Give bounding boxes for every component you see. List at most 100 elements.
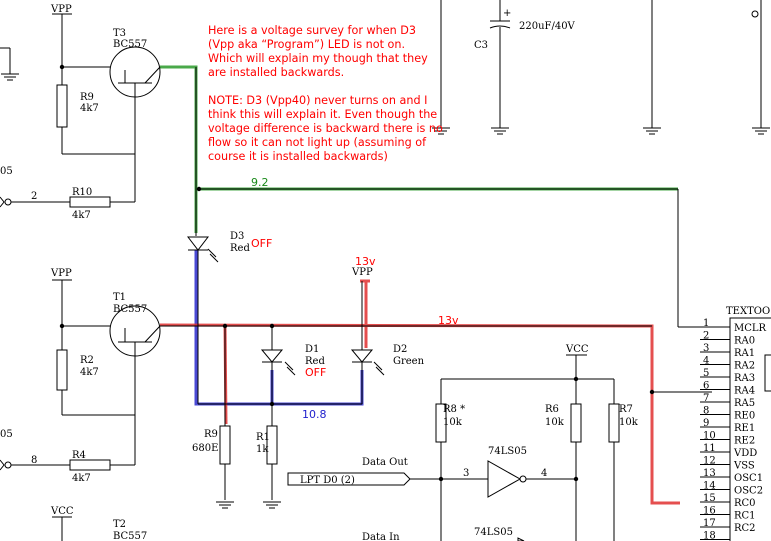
vcc-label-mid: VCC [565,344,589,355]
ic-pin-number: 12 [703,456,716,467]
ic-pin-number: 18 [703,531,716,541]
ic-pin-number: 2 [703,331,709,342]
note-line-9: flow so it can not light up (assuming of [208,136,427,149]
ic-pin-name: RC2 [734,523,756,534]
t2-ref: T2 [113,519,126,530]
u-top-out-pin: 4 [541,468,547,479]
r4-ref: R4 [72,450,86,461]
lpt-d0-label: LPT D0 (2) [300,475,355,486]
lpt-data-out: LPT D0 (2) Data Out 3 74LS05 4 Data In 7… [287,446,579,541]
t2-section: VCC T2 BC557 [50,506,147,541]
c3-ref: C3 [474,40,488,51]
ic-pin-name: RA0 [734,336,755,347]
r9-bottom-value: 680E [192,443,218,454]
lpt-d0-port [287,472,411,486]
ic-pin-name: RE1 [734,423,755,434]
pin-8-label: 8 [31,455,37,466]
ic-pin-number: 8 [703,406,709,417]
inverter-74ls05 [487,460,522,498]
ic-pin-name: OSC1 [734,473,763,484]
red-trace [159,279,680,505]
ic-pin-number: 10 [703,431,716,442]
data-out-label: Data Out [362,457,408,468]
r4-value: 4k7 [72,473,91,484]
note-line-1: Here is a voltage survey for when D3 [208,24,416,37]
vpp-label-d2: VPP [351,267,373,278]
note-line-6: NOTE: D3 (Vpp40) never turns on and I [208,94,427,107]
t3-part: BC557 [113,39,147,50]
ic-pin-name: VSS [733,461,755,472]
ic-pin-number: 4 [703,356,709,367]
top-supply-region: + 220uF/40V C3 [0,0,770,135]
t2-part: BC557 [113,531,147,541]
ic-pin-number: 9 [703,418,709,429]
blue-voltage-label: 10.8 [302,408,327,421]
note-line-10: course it is installed backwards) [208,150,388,163]
voltage-survey-note: Here is a voltage survey for when D3 (Vp… [208,24,443,163]
red-voltage-label: 13v [438,314,459,327]
d3-color: Red [230,243,250,254]
ic-pin-name: RA3 [734,373,755,384]
vcc-label-bottom: VCC [50,506,74,517]
r6-ref: R6 [545,404,559,415]
ic-pin-name: MCLR [734,323,767,334]
u-top-in-pin: 3 [463,468,469,479]
ic-pin-number: 1 [703,318,709,329]
d1-color: Red [305,356,325,367]
t1-part: BC557 [113,304,147,315]
note-line-8: voltage difference is backward there is … [208,122,443,135]
t3-ref: T3 [113,28,126,39]
blue-trace [194,250,364,406]
ic-pin-name: RE0 [734,411,755,422]
ic-pin-name: VDD [733,448,757,459]
d2-ref: D2 [393,344,407,355]
note-line-4: are installed backwards. [208,66,344,79]
ic-pin-number: 5 [703,368,709,379]
ic-pin-name: RA2 [734,361,755,372]
ic-pin-number: 6 [703,381,709,392]
left-cut-label-bottom: 05 [0,429,13,440]
r7-value: 10k [619,417,639,428]
pin-2-label: 2 [31,191,37,202]
note-line-2: (Vpp aka “Program”) LED is not on. [208,38,405,51]
ic-pin-number: 14 [703,481,716,492]
data-in-label: Data In [362,532,400,541]
ic-pin-name: RA1 [734,348,755,359]
d1-ref: D1 [305,344,319,355]
ic-pin-name: RA5 [734,398,755,409]
vpp-label-t1: VPP [50,268,72,279]
note-line-3: Which will explain my though that they [208,52,428,65]
ic-pin-name: OSC2 [734,486,763,497]
ic-pin-number: 11 [703,443,716,454]
vpp-voltage-label: 13v [355,255,376,268]
r9-bottom-ref: R9 [204,429,218,440]
note-line-7: think this will explain it. Even though … [208,108,437,121]
d3-ref: D3 [230,231,244,242]
ic-pin-number: 7 [703,393,709,404]
vcc-pullups: VCC R8 * 10k R6 10k R7 10k [435,344,639,541]
ic-pin-name: RC0 [734,498,756,509]
ic-pin-number: 13 [703,468,716,479]
r10-value: 4k7 [72,210,91,221]
ic-pin-name: RE2 [734,436,755,447]
r8-value: 10k [443,417,463,428]
r1-ref: R1 [256,432,270,443]
u-top-part: 74LS05 [488,446,527,457]
t3-section: VPP R9 4k7 T3 BC557 R10 4k7 2 05 [0,4,161,221]
r9-bottom-resistor [219,425,231,465]
ic-pin-number: 17 [703,518,716,529]
r9-top-value: 4k7 [80,103,99,114]
d2-led: 13v VPP D2 Green [350,255,425,404]
ic-pin-name: RC1 [734,511,756,522]
ic-pin-name: RA4 [734,386,755,397]
ic-name: TEXTOO [726,306,770,317]
c3-plus-sign: + [503,8,511,19]
d1-state-label: OFF [305,366,326,379]
green-voltage-label: 9.2 [251,176,269,189]
d3-led: D3 Red OFF [186,231,272,263]
r6-value: 10k [545,417,565,428]
vpp-label-t3: VPP [50,4,72,15]
r2-ref: R2 [80,355,94,366]
